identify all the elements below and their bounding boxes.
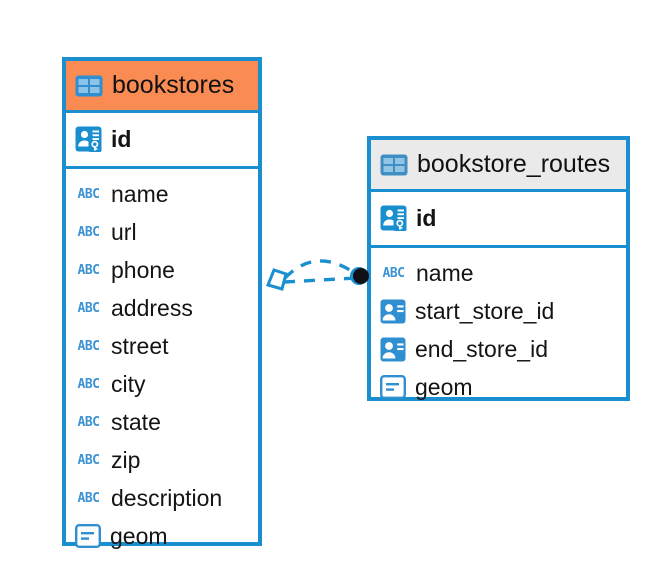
field-row[interactable]: ABC state bbox=[75, 403, 258, 441]
field-row[interactable]: ABC street bbox=[75, 327, 258, 365]
abc-text-icon: ABC bbox=[75, 184, 102, 204]
field-label: phone bbox=[111, 256, 175, 283]
entity-bookstore-routes[interactable]: bookstore_routes bbox=[367, 136, 630, 401]
field-row[interactable]: start_store_id bbox=[380, 292, 626, 330]
abc-text-icon: ABC bbox=[75, 374, 102, 394]
abc-text-icon: ABC bbox=[75, 336, 102, 356]
field-label: id bbox=[416, 204, 437, 231]
field-row[interactable]: ABC url bbox=[75, 213, 258, 251]
abc-text-glyph: ABC bbox=[77, 224, 100, 240]
field-label: name bbox=[416, 259, 474, 286]
entity-field-section-bookstore-routes: ABC name start_store_id bbox=[371, 248, 626, 414]
entity-title: bookstore_routes bbox=[417, 150, 611, 178]
entity-header-bookstores[interactable]: bookstores bbox=[66, 61, 258, 113]
field-label: geom bbox=[110, 522, 168, 549]
relationship-connector[interactable] bbox=[258, 240, 378, 316]
relationship-line-straight bbox=[283, 276, 357, 284]
geometry-icon bbox=[75, 524, 101, 548]
field-row[interactable]: ABC name bbox=[75, 175, 258, 213]
entity-bookstores[interactable]: bookstores bbox=[62, 57, 262, 548]
entity-key-section-bookstore-routes: id bbox=[371, 192, 626, 248]
abc-text-glyph: ABC bbox=[77, 376, 100, 392]
field-row[interactable]: ABC city bbox=[75, 365, 258, 403]
field-label: id bbox=[111, 125, 132, 152]
entity-header-bookstore-routes[interactable]: bookstore_routes bbox=[371, 140, 626, 192]
abc-text-icon: ABC bbox=[380, 263, 407, 283]
abc-text-glyph: ABC bbox=[77, 490, 100, 506]
abc-text-glyph: ABC bbox=[77, 300, 100, 316]
abc-text-glyph: ABC bbox=[382, 265, 405, 281]
field-label: address bbox=[111, 294, 193, 321]
field-row[interactable]: ABC description bbox=[75, 479, 258, 517]
abc-text-glyph: ABC bbox=[77, 186, 100, 202]
abc-text-icon: ABC bbox=[75, 260, 102, 280]
field-row[interactable]: id bbox=[380, 199, 626, 237]
field-label: end_store_id bbox=[415, 335, 548, 362]
field-label: city bbox=[111, 370, 146, 397]
abc-text-icon: ABC bbox=[75, 488, 102, 508]
field-row[interactable]: id bbox=[75, 120, 258, 158]
field-row[interactable]: ABC phone bbox=[75, 251, 258, 289]
abc-text-glyph: ABC bbox=[77, 262, 100, 278]
abc-text-icon: ABC bbox=[75, 450, 102, 470]
field-row[interactable]: geom bbox=[75, 517, 258, 555]
field-label: state bbox=[111, 408, 161, 435]
field-label: start_store_id bbox=[415, 297, 555, 324]
field-row[interactable]: geom bbox=[380, 368, 626, 406]
field-label: url bbox=[111, 218, 137, 245]
field-label: geom bbox=[415, 373, 473, 400]
abc-text-glyph: ABC bbox=[77, 414, 100, 430]
entity-key-section-bookstores: id bbox=[66, 113, 258, 169]
abc-text-icon: ABC bbox=[75, 298, 102, 318]
abc-text-icon: ABC bbox=[75, 412, 102, 432]
field-label: street bbox=[111, 332, 169, 359]
abc-text-glyph: ABC bbox=[77, 452, 100, 468]
field-row[interactable]: end_store_id bbox=[380, 330, 626, 368]
abc-text-icon: ABC bbox=[75, 222, 102, 242]
field-label: description bbox=[111, 484, 223, 511]
relationship-line-arc bbox=[283, 259, 357, 280]
foreign-key-icon bbox=[380, 337, 406, 362]
foreign-key-icon bbox=[380, 299, 406, 324]
geometry-icon bbox=[380, 375, 406, 399]
entity-field-section-bookstores: ABC name ABC url ABC phone ABC bbox=[66, 169, 258, 563]
field-row[interactable]: ABC zip bbox=[75, 441, 258, 479]
primary-key-icon bbox=[75, 126, 102, 152]
primary-key-icon bbox=[380, 205, 407, 231]
table-grid-icon bbox=[380, 154, 408, 176]
field-row[interactable]: ABC address bbox=[75, 289, 258, 327]
table-grid-icon bbox=[75, 75, 103, 97]
field-label: zip bbox=[111, 446, 141, 473]
field-label: name bbox=[111, 180, 169, 207]
diamond-marker bbox=[265, 268, 288, 291]
abc-text-glyph: ABC bbox=[77, 338, 100, 354]
field-row[interactable]: ABC name bbox=[380, 254, 626, 292]
entity-title: bookstores bbox=[112, 71, 235, 99]
